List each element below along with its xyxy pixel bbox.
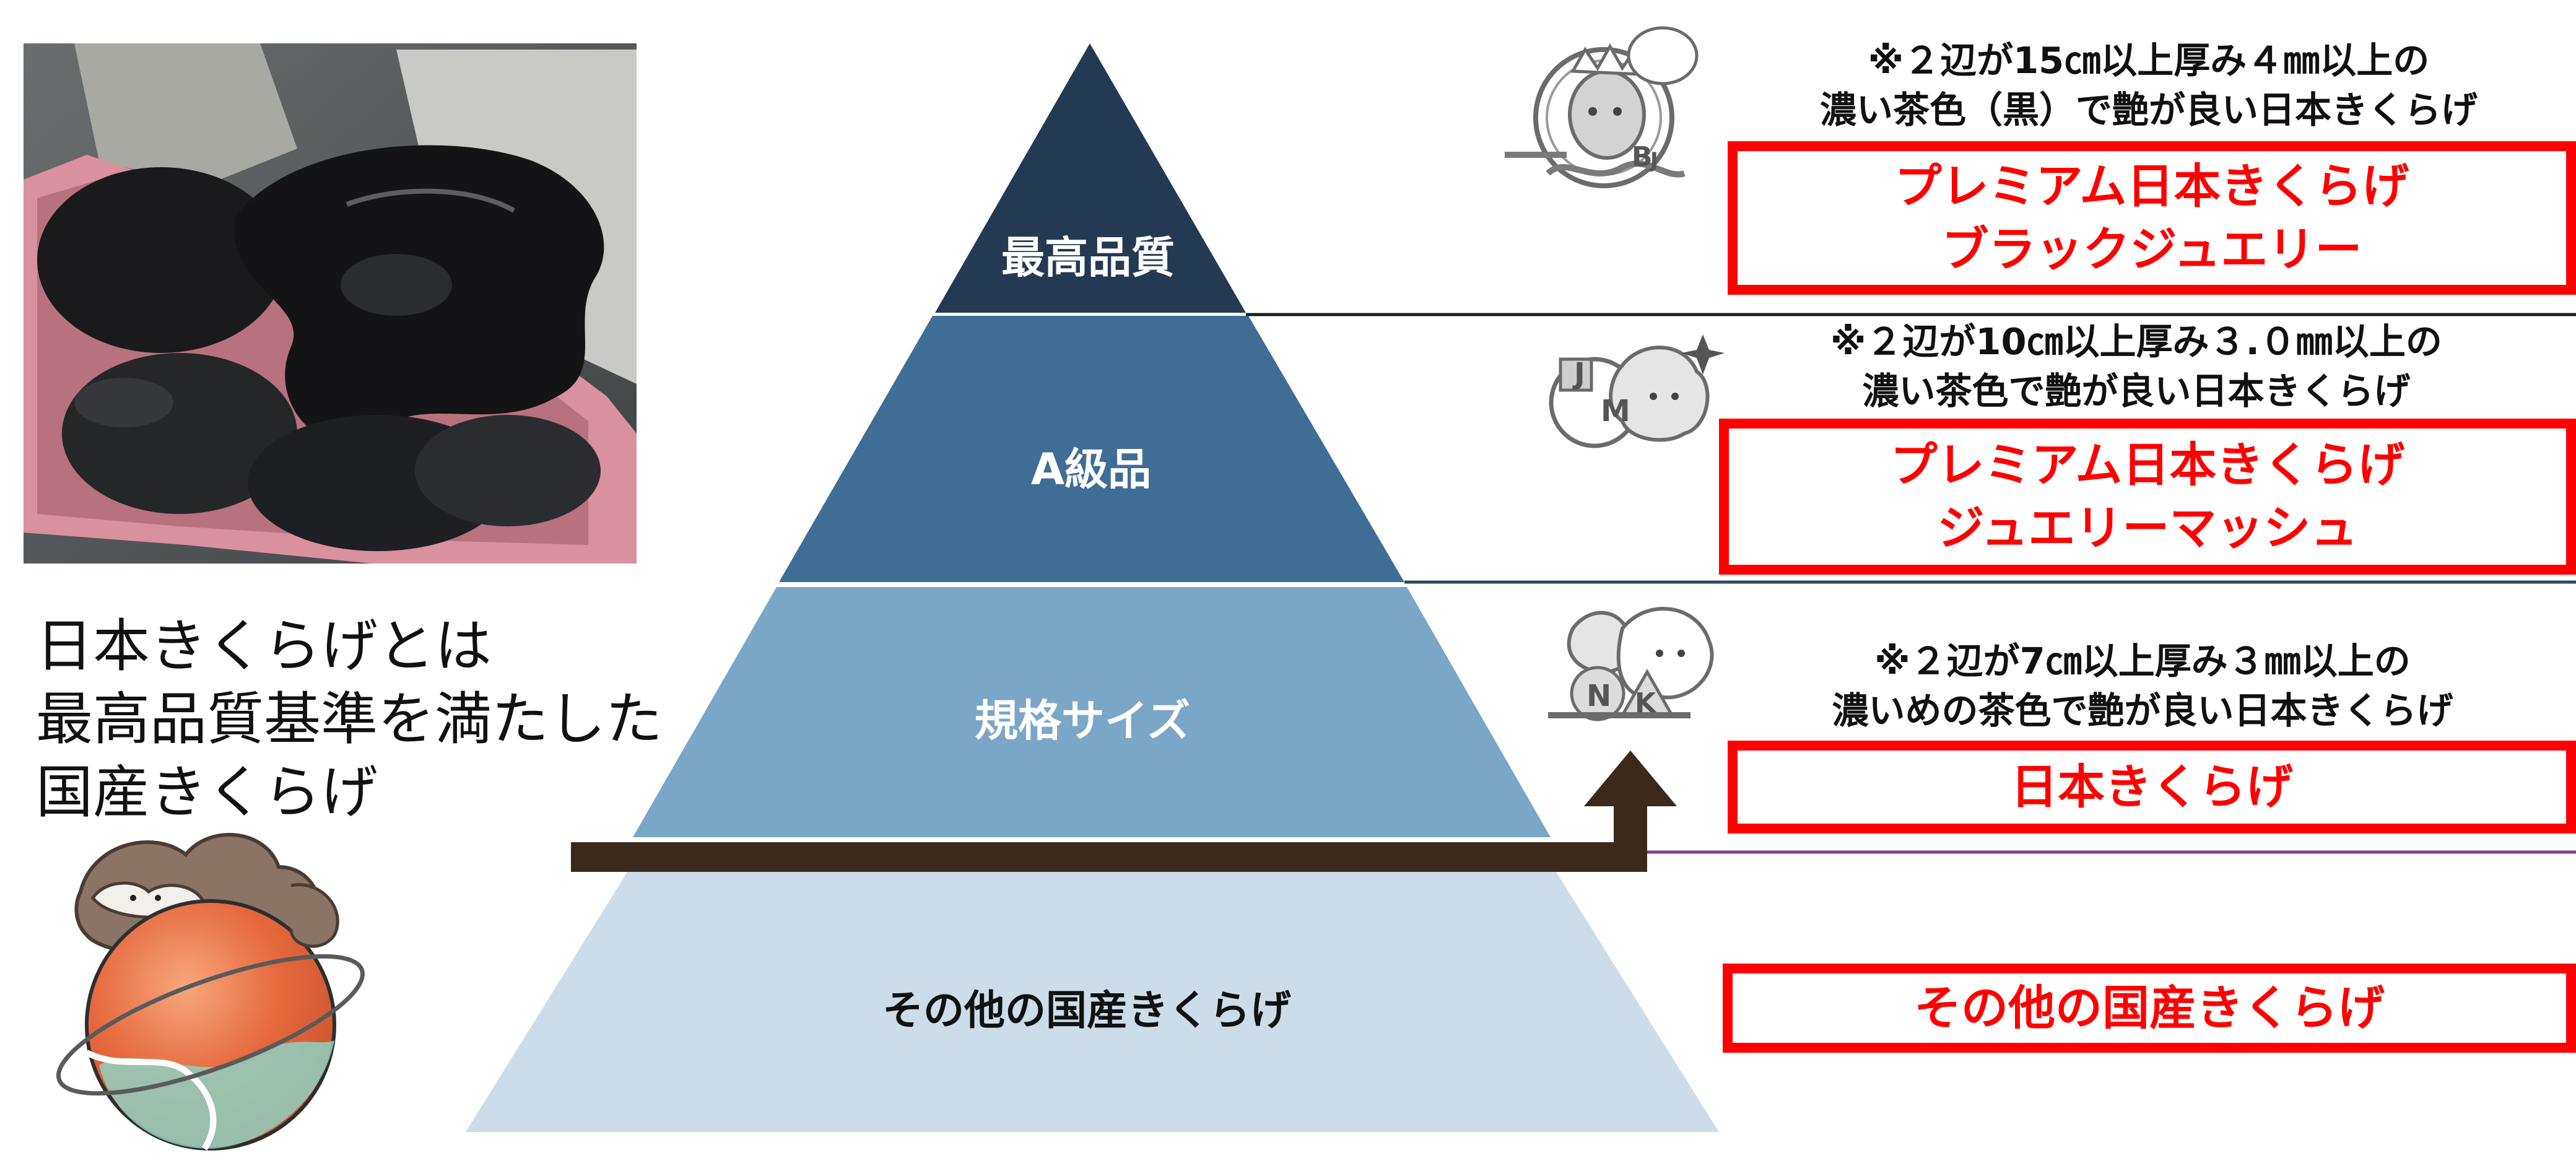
note-line: 濃い茶色で艶が良い日本きくらげ bbox=[1862, 370, 2411, 412]
badge-letter: J bbox=[1572, 357, 1585, 391]
grade-box-black-jewelry: プレミアム日本きくらげ ブラックジュエリー bbox=[1728, 141, 2576, 295]
grade-box-other-domestic: その他の国産きくらげ bbox=[1723, 964, 2576, 1053]
grade-box-line: プレミアム日本きくらげ bbox=[1890, 437, 2405, 492]
grade-box-jewelry-mash: プレミアム日本きくらげ ジュエリーマッシュ bbox=[1719, 419, 2576, 575]
badge-letter: K bbox=[1635, 687, 1657, 719]
tier-dividers bbox=[1246, 313, 2576, 854]
intro-line: 国産きくらげ bbox=[36, 759, 378, 825]
pyramid-tier-top bbox=[935, 43, 1246, 313]
grade-box-nihon-kikurage: 日本きくらげ bbox=[1728, 741, 2576, 834]
intro-line: 最高品質基準を満たした bbox=[36, 686, 663, 752]
pyramid bbox=[466, 43, 1719, 1132]
grade-box-line: ブラックジュエリー bbox=[1941, 222, 2362, 277]
grade-box-line: ジュエリーマッシュ bbox=[1937, 500, 2358, 555]
pyramid-tier-a-grade bbox=[779, 316, 1404, 582]
badge-nihon-kikurage-icon: N K bbox=[1548, 607, 1714, 721]
badge-letter: B bbox=[1632, 141, 1653, 173]
kikurage-photo bbox=[24, 43, 637, 564]
grade-note-nihon-kikurage: ※２辺が7㎝以上厚み３㎜以上の 濃いめの茶色で艶が良い日本きくらげ bbox=[1616, 637, 2576, 736]
note-line: ※２辺が10㎝以上厚み３.０㎜以上の bbox=[1830, 320, 2442, 363]
grade-box-line: 日本きくらげ bbox=[2011, 759, 2293, 814]
badge-jewelry-mash-icon: J M bbox=[1549, 334, 1725, 448]
tier-label-other: その他の国産きくらげ bbox=[882, 986, 1291, 1034]
intro-text: 日本きくらげとは 最高品質基準を満たした 国産きくらげ bbox=[36, 610, 663, 829]
note-line: 濃い茶色（黒）で艶が良い日本きくらげ bbox=[1819, 89, 2478, 131]
grade-box-line: プレミアム日本きくらげ bbox=[1894, 159, 2409, 214]
step-up-arrow bbox=[571, 751, 1677, 872]
intro-line: 日本きくらげとは bbox=[36, 613, 492, 679]
badge-letter: M bbox=[1601, 394, 1630, 429]
pyramid-tier-standard-size bbox=[633, 587, 1551, 837]
grade-note-black-jewelry: ※２辺が15㎝以上厚み４㎜以上の 濃い茶色（黒）で艶が良い日本きくらげ bbox=[1622, 36, 2576, 135]
badge-letter: J bbox=[1649, 148, 1658, 173]
note-line: 濃いめの茶色で艶が良い日本きくらげ bbox=[1832, 689, 2453, 732]
pyramid-tier-other bbox=[466, 867, 1719, 1132]
note-line: ※２辺が7㎝以上厚み３㎜以上の bbox=[1874, 640, 2411, 682]
tier-label-a-grade: A級品 bbox=[1031, 444, 1151, 495]
note-line: ※２辺が15㎝以上厚み４㎜以上の bbox=[1868, 39, 2430, 82]
badge-black-jewelry-icon: B J bbox=[1505, 26, 1699, 188]
tier-label-standard-size: 規格サイズ bbox=[975, 695, 1190, 746]
grade-note-jewelry-mash: ※２辺が10㎝以上厚み３.０㎜以上の 濃い茶色で艶が良い日本きくらげ bbox=[1610, 317, 2576, 416]
planet-mascot-illustration bbox=[56, 833, 365, 1151]
tier-label-top: 最高品質 bbox=[1001, 232, 1175, 283]
badge-letter: N bbox=[1586, 679, 1611, 713]
grade-box-line: その他の国産きくらげ bbox=[1914, 980, 2385, 1035]
